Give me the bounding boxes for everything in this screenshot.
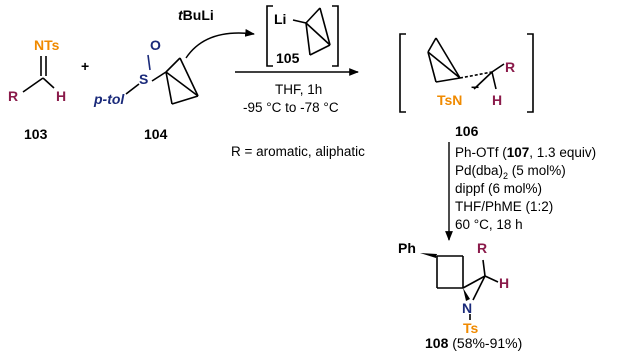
atom-nts: NTs [34, 37, 60, 53]
bcb106-bond-2 [435, 37, 461, 79]
atom-r: R [8, 88, 18, 104]
bcb105-bond-2 [319, 7, 331, 46]
bcb106-bond-4 [427, 51, 437, 83]
bond-ch-n [473, 71, 493, 90]
bcb-bond-3 [171, 95, 199, 105]
bcb-bond-1 [165, 57, 181, 73]
plus-sign: + [81, 58, 89, 74]
bond-li-c [292, 19, 307, 24]
bcb106-bond-1 [427, 37, 437, 53]
atom-s: S [139, 71, 148, 87]
intermediate-105: Li 105 [266, 5, 339, 67]
bracket-right-106 [527, 33, 534, 113]
compound-label-104: 104 [144, 126, 168, 142]
bond-s-ptol [125, 83, 140, 95]
compound-label-108: 108 (58%-91%) [425, 335, 522, 351]
bond-c-h [42, 77, 55, 89]
conditions-2-line-3: dippf (6 mol%) [455, 181, 542, 196]
bracket-right-105 [332, 5, 339, 67]
bond-c-r [22, 77, 44, 93]
atom-h-108: H [499, 275, 509, 291]
compound-label-105: 105 [276, 50, 300, 66]
curved-arrow [185, 29, 255, 59]
bcb-bridge [165, 71, 199, 97]
compound-label-106: 106 [455, 123, 479, 139]
r-group-note: R = aromatic, aliphatic [231, 144, 365, 159]
bcb106-bond-3 [435, 77, 461, 83]
bcb-bond-2 [179, 57, 199, 97]
bond-ch-r [491, 63, 505, 73]
bond-c-ch [459, 71, 493, 79]
atom-r-108: R [477, 240, 487, 256]
ch-to-n [472, 275, 486, 301]
bond-s-o [147, 54, 151, 71]
bcb105-bond-3 [309, 44, 331, 56]
atom-n: N [462, 300, 472, 316]
conditions-2-line-1: Ph-OTf (107, 1.3 equiv) [455, 145, 596, 160]
bracket-left-106 [399, 33, 406, 113]
atom-li: Li [274, 11, 286, 27]
atom-o: O [150, 37, 161, 53]
wedge-bond-spiro-n [463, 288, 470, 301]
bond-s-bcb [151, 71, 167, 82]
bond-ch-h [491, 71, 497, 90]
spiro-to-ch [462, 275, 486, 289]
compound-103: NTs R H 103 [8, 37, 66, 142]
compound-104: O S p-tol 104 [93, 37, 199, 142]
conditions-2-line-5: 60 °C, 18 h [455, 217, 523, 232]
atom-h-106: H [492, 92, 502, 108]
compound-label-103: 103 [24, 126, 48, 142]
bcb105-bond-4 [305, 22, 311, 56]
wedge-bond-ph [420, 253, 437, 258]
ch-to-r [482, 259, 486, 277]
bcb105-bond-1 [305, 7, 321, 24]
atom-r-106: R [505, 59, 515, 75]
bcb105-bridge [305, 22, 331, 46]
conditions-2-line-2: Pd(dba)2 (5 mol%) [455, 163, 566, 181]
bracket-left-105 [266, 5, 273, 67]
bcb106-bridge [427, 51, 461, 79]
conditions-2-line-4: THF/PhME (1:2) [455, 199, 553, 214]
conditions-1-line-1: THF, 1h [275, 82, 322, 97]
ptol-group: p-tol [93, 91, 125, 107]
atom-ts: Ts [463, 320, 479, 336]
bcb-bond-4 [165, 71, 173, 105]
atom-ph: Ph [398, 240, 416, 256]
intermediate-106: R − TsN H 106 [399, 33, 534, 139]
atom-h: H [56, 88, 66, 104]
anion-charge: − [471, 79, 479, 95]
conditions-1-line-2: -95 °C to -78 °C [243, 100, 339, 115]
tbuli-label: tBuLi [178, 7, 214, 23]
product-108: Ph R H N Ts 108 (58%-91%) [398, 240, 522, 351]
ch-to-h [484, 275, 499, 283]
atom-tsn: TsN [437, 92, 462, 108]
